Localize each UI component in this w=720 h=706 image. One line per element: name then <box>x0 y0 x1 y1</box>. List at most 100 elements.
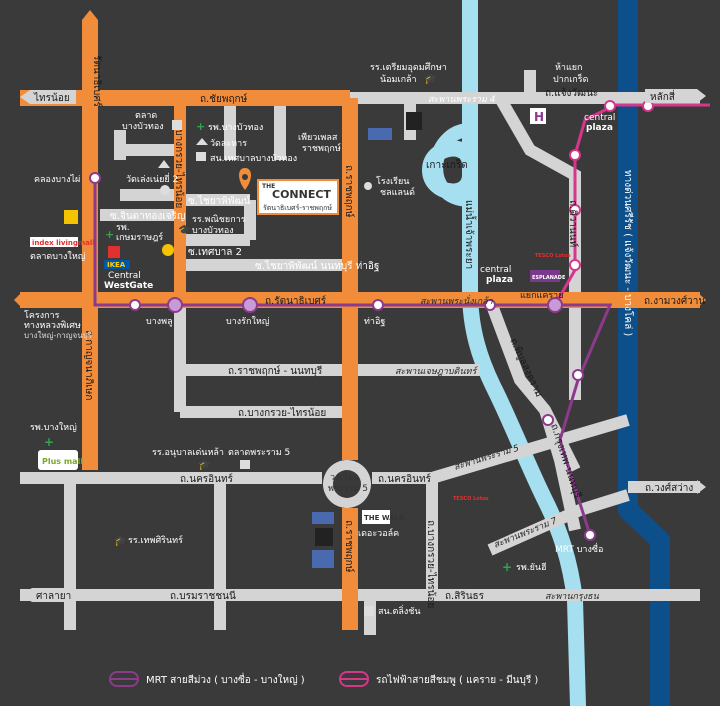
label-krung-thon-bridge: สะพานกรุงธน <box>545 592 600 602</box>
poi-klong-bang-phai: คลองบางไผ่ <box>34 174 80 185</box>
svg-text:ตลาดบางใหญ่: ตลาดบางใหญ่ <box>30 251 86 262</box>
label-tiwanon: ถ.ติวานนท์ <box>567 200 579 247</box>
big-c-logo <box>108 246 120 258</box>
svg-text:รพ.บางใหญ่: รพ.บางใหญ่ <box>30 422 77 433</box>
station-tha-it: ท่าอิฐ <box>364 316 385 327</box>
poi-hospital-ket: + รพ. เกษมราษฎร์ <box>105 223 163 243</box>
ko-kret-loop <box>429 123 471 207</box>
index-living-mall-logo: index livingmall <box>32 239 95 247</box>
label-chao-phraya: แม่น้ำเจ้าพระยา <box>463 200 477 269</box>
poi-central-westgate: IKEA Central WestGate <box>104 260 153 291</box>
homework-logo <box>312 550 334 568</box>
shrine-icon <box>160 185 170 195</box>
project-subtitle: รัตนาธิเบศร์-ราชพฤกษ์ <box>263 204 332 212</box>
crystal-ptt-logo <box>406 112 422 130</box>
graduation-cap-icon: 🎓 <box>198 459 210 471</box>
station-khae-rai: แยกแคราย <box>520 291 564 301</box>
poi-circle-rama5: วงเวียน พระราม 5 <box>328 472 368 494</box>
svg-text:วงเวียน: วงเวียน <box>330 472 359 483</box>
project-brand: CONNECT <box>272 188 331 201</box>
ikea-logo <box>104 260 130 269</box>
label-ratanathibet: ถ.รัตนาธิเบศร์ <box>265 295 327 307</box>
poi-hospital-bang-yai: รพ.บางใหญ่ + <box>30 422 77 449</box>
poi-mrt-bang-sue: MRT บางซื่อ <box>555 542 603 555</box>
label-nakhon-in-left: ถ.นครอินทร์ <box>180 473 234 485</box>
legend: MRT สายสีม่วง ( บางซื่อ - บางใหญ่ ) รถไฟ… <box>109 671 538 687</box>
poi-market-rama5: ตลาดพระราม 5 <box>228 448 290 469</box>
label-soi-ratchaphruek: ซ.ไชยาพิพัฒน์ นนทบุรี ท่าอิฐ <box>255 260 379 272</box>
poi-central-plaza-top: central plaza <box>584 113 615 133</box>
graduation-cap-icon: 🎓 <box>424 73 436 85</box>
svg-text:เพียวเพลส: เพียวเพลส <box>298 132 338 143</box>
poi-wat-lahan: วัดละหาร <box>196 138 247 149</box>
svg-text:พระราม 5: พระราม 5 <box>328 484 368 494</box>
poi-school-pho: รร.พณิชยการ บางบัวทอง 🎓 <box>178 214 246 236</box>
label-bang-kruai-sai-noi-left: ถ.บางกรวย-ไทรน้อย <box>173 120 185 208</box>
graduation-cap-icon: 🎓 <box>114 535 126 547</box>
svg-text:โรงเรียน: โรงเรียน <box>376 176 409 187</box>
poi-police-taling-chan: สน.ตลิ่งชัน <box>364 604 421 617</box>
label-soi-thesaban2: ซ.เทศบาล 2 <box>188 247 242 258</box>
legend-pink-line: รถไฟฟ้าสายสีชมพู ( แคราย - มีนบุรี ) <box>339 671 538 687</box>
poi-esplanade: ESPLANADE <box>530 270 566 282</box>
svg-text:MRT สายสีม่วง ( บางซื่อ - บางใ: MRT สายสีม่วง ( บางซื่อ - บางใหญ่ ) <box>146 672 305 686</box>
makro-logo <box>64 210 78 224</box>
orange-roads <box>20 30 700 630</box>
purple-line-stations <box>89 172 596 541</box>
market-cart-icon <box>172 120 182 130</box>
svg-text:รพ.บางบัวทอง: รพ.บางบัวทอง <box>208 123 263 133</box>
svg-text:ศาลายา: ศาลายา <box>36 591 71 602</box>
pink-line <box>553 103 710 306</box>
graduation-cap-icon: 🎓 <box>178 224 190 236</box>
label-ratchaphruek-v: ถ.ราชพฤกษ์ <box>343 165 355 218</box>
svg-text:รพ.: รพ. <box>116 223 130 233</box>
hospital-cross-icon: + <box>105 228 114 241</box>
the-walk-logo: THE WALK <box>364 514 405 522</box>
svg-text:central: central <box>480 265 511 275</box>
label-ratchaphruek-v2: ถ.ราชพฤกษ์ <box>343 520 355 573</box>
arrow-sala-ya: ศาลายา <box>20 588 76 602</box>
svg-text:วัดเล่งเน่ยยี่ 2: วัดเล่งเน่ยยี่ 2 <box>126 172 178 185</box>
svg-text:บางบัวทอง: บางบัวทอง <box>192 226 234 236</box>
poi-hospital-yanhee: + รพ.ยันฮี <box>502 560 547 574</box>
arrow-sai-noi: ไทรน้อย <box>20 90 76 104</box>
label-sirinthorn: ถ.สิรินธร <box>445 591 485 602</box>
label-rama4-bridge: สะพานพระราม 4 <box>428 95 496 105</box>
arrow-rattanathibet-north: รัตนาธิเบศร์ <box>82 10 103 108</box>
market-cart-icon <box>240 460 250 469</box>
expressway-road <box>618 0 670 706</box>
pink-line-stations <box>569 100 654 271</box>
svg-text:สน.ตลิ่งชัน: สน.ตลิ่งชัน <box>378 604 421 617</box>
svg-text:ปากเกร็ด: ปากเกร็ด <box>553 72 589 85</box>
homepro-logo <box>312 512 334 524</box>
roundabout-center <box>333 470 361 498</box>
svg-text:WestGate: WestGate <box>104 281 153 291</box>
purple-line <box>93 178 613 536</box>
svg-text:รร.เตรียมอุดมศึกษา: รร.เตรียมอุดมศึกษา <box>370 62 447 73</box>
poi-pleasant: เพียวเพลส ราชพฤกษ์ <box>298 132 341 154</box>
svg-text:ชลแลนด์: ชลแลนด์ <box>380 186 415 198</box>
hospital-cross-icon: + <box>196 120 205 133</box>
svg-text:สน.เทศบาลบางบัวทอง: สน.เทศบาลบางบัวทอง <box>210 154 297 164</box>
svg-text:รถไฟฟ้าสายสีชมพู ( แคราย - มีน: รถไฟฟ้าสายสีชมพู ( แคราย - มีนบุรี ) <box>376 674 538 686</box>
svg-text:central: central <box>584 113 615 123</box>
svg-text:Central: Central <box>108 271 141 281</box>
poi-royal-park: โรงเรียน ชลแลนด์ <box>364 176 415 198</box>
label-soi-jinda: ซ.จินดาทองเจริญ <box>110 211 185 222</box>
label-ratchaphruek-nonthaburi: ถ.ราชพฤกษ์ - นนทบุรี <box>228 365 323 377</box>
arrow-lak-si: หลักสี่ <box>645 89 706 103</box>
svg-text:plaza: plaza <box>586 123 613 133</box>
arrow-wong-sawang-right <box>697 480 706 494</box>
tesco-lotus-logo: TESCO Lotus <box>535 253 571 259</box>
poi-school-top: รร.เตรียมอุดมศึกษา น้อมเกล้า 🎓 <box>370 62 447 85</box>
svg-text:ไทรน้อย: ไทรน้อย <box>33 92 70 104</box>
svg-text:โครงการ: โครงการ <box>24 310 60 321</box>
svg-text:เดอะวอล์ค: เดอะวอล์ค <box>358 527 399 539</box>
label-ngam-wong-wan: ถ.งามวงศ์วาน <box>644 295 705 307</box>
plus-mall-logo: Plus mall <box>42 457 83 466</box>
project-marker[interactable] <box>239 168 251 190</box>
project-title-box: THE CONNECT รัตนาธิเบศร์-ราชพฤกษ์ <box>257 179 339 215</box>
svg-text:วัดละหาร: วัดละหาร <box>210 139 247 149</box>
